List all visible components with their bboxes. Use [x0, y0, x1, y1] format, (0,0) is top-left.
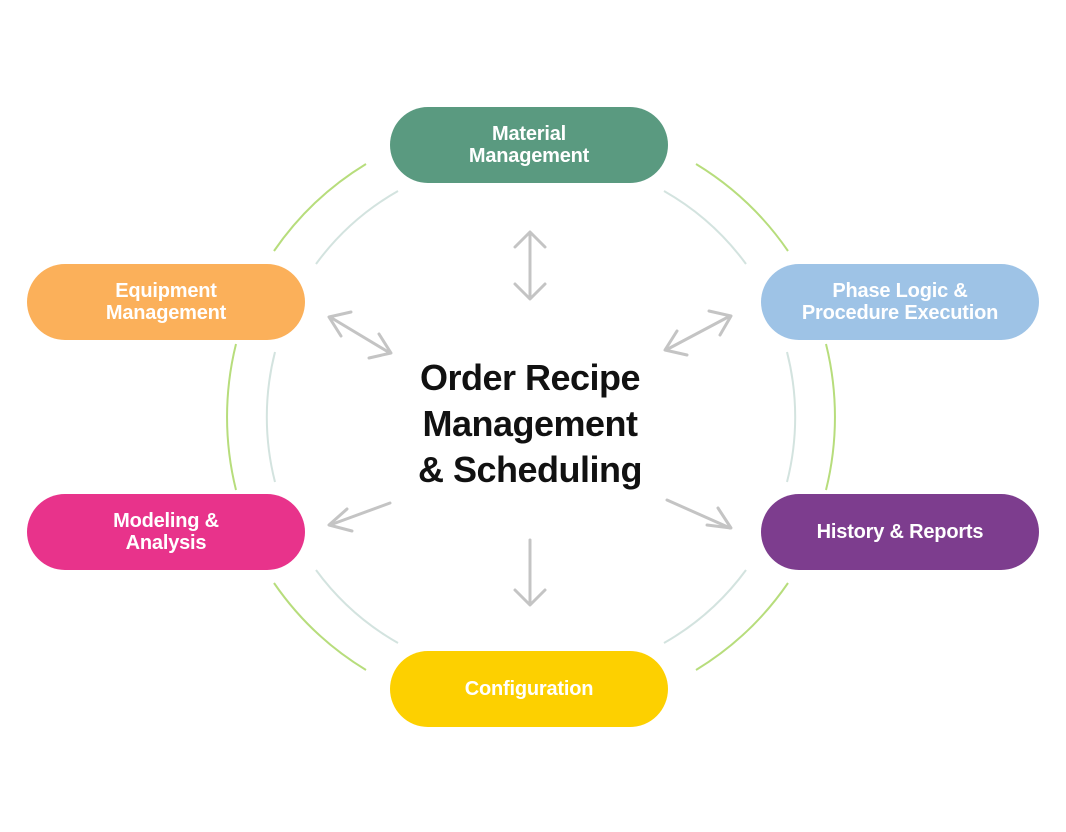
arrow-center-modeling [327, 501, 392, 533]
inner-ring-arc-top-right [663, 190, 747, 265]
arrow-center-phase [663, 309, 733, 357]
node-phase-logic: Phase Logic & Procedure Execution [761, 264, 1039, 340]
node-phase-logic-label: Phase Logic & Procedure Execution [801, 280, 999, 324]
arrow-center-equipment [327, 310, 393, 360]
arrow-center-material [513, 230, 547, 301]
node-equipment-management-label: Equipment Management [105, 280, 227, 324]
outer-ring-arc-bottom-right [695, 582, 789, 671]
outer-ring-arc-top-left [273, 163, 367, 252]
outer-ring [226, 163, 836, 671]
outer-ring-arc-right [825, 343, 836, 491]
node-history-reports-label: History & Reports [816, 521, 984, 543]
arrow-center-history [665, 498, 733, 530]
outer-ring-arc-left [226, 343, 237, 491]
outer-ring-arc-top-right [695, 163, 789, 252]
outer-ring-arc-bottom-left [273, 582, 367, 671]
inner-ring-arc-left [265, 351, 276, 483]
arrow-center-configuration [513, 538, 547, 607]
inner-ring-arc-top-left [315, 190, 399, 265]
node-modeling-analysis: Modeling & Analysis [27, 494, 305, 570]
node-material-management-label: Material Management [468, 123, 590, 167]
inner-ring-arc-right [786, 351, 797, 483]
node-configuration-label: Configuration [464, 678, 594, 700]
node-history-reports: History & Reports [761, 494, 1039, 570]
node-modeling-analysis-label: Modeling & Analysis [113, 510, 219, 554]
inner-ring [265, 190, 797, 644]
inner-ring-arc-bottom-left [315, 569, 399, 644]
node-equipment-management: Equipment Management [27, 264, 305, 340]
center-title: Order Recipe Management & Scheduling [417, 357, 643, 490]
inner-ring-arc-bottom-right [663, 569, 747, 644]
node-configuration: Configuration [390, 651, 668, 727]
node-material-management: Material Management [390, 107, 668, 183]
